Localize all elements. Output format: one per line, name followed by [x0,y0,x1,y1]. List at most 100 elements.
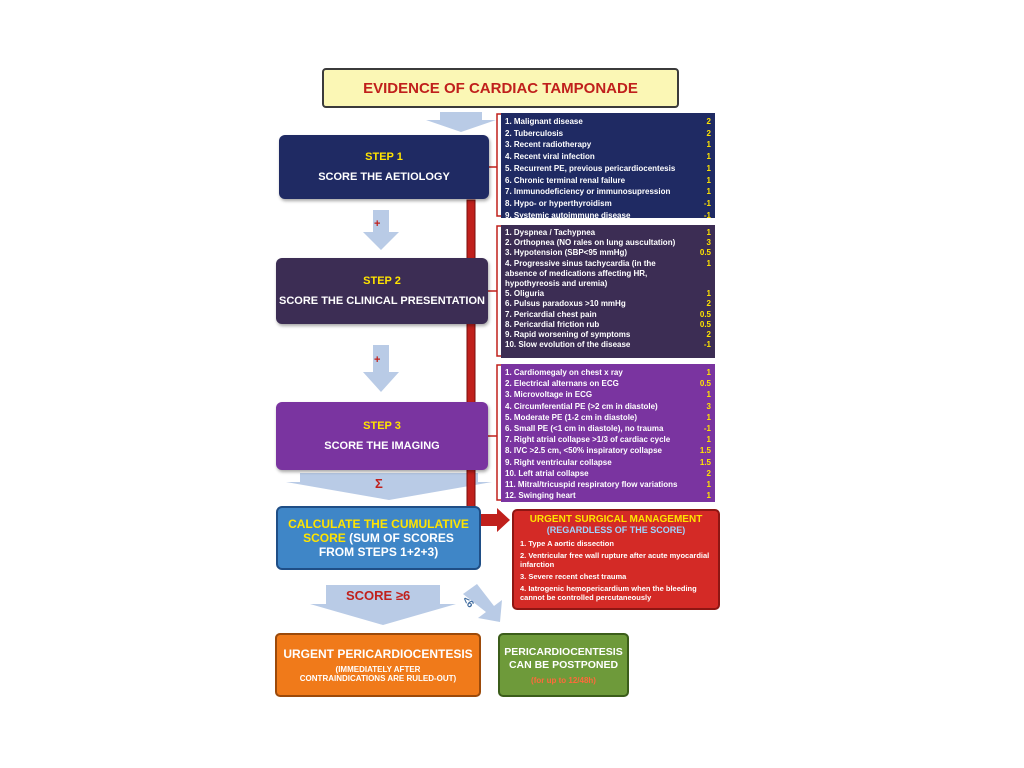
list-item-score: 1 [706,163,711,173]
red-vertical-bar [466,199,476,521]
step2-box: STEP 2 SCORE THE CLINICAL PRESENTATION [276,258,488,324]
list-item-score: 1 [706,140,711,150]
list-item: 8. IVC >2.5 cm, <50% inspiratory collaps… [505,445,711,456]
calculate-score-box: CALCULATE THE CUMULATIVE SCORE (SUM OF S… [276,506,481,570]
list-item: 10. Left atrial collapse 2 [505,468,711,479]
list-item: 10. Slow evolution of the disease-1 [505,340,711,350]
arrow-step2-down [363,345,399,392]
list-item-text: 2. Orthopnea (NO rales on lung auscultat… [505,238,676,248]
arrow-to-urgent [481,508,510,532]
peri-urgent-note-1: (IMMEDIATELY AFTER [335,665,421,674]
list-item-text: 8. Pericardial friction rub [505,319,600,329]
list-item-score: 1 [706,152,711,162]
urgent-head: URGENT SURGICAL MANAGEMENT [529,514,703,525]
list-item-score: 1 [706,390,711,400]
list-item-text: 4. Recent viral infection [505,152,595,162]
list-item-text: 7. Pericardial chest pain [505,309,597,319]
list-item-text: 8. Hypo- or hyperthyroidism [505,198,612,208]
arrow-sum-down [286,473,492,500]
list-item: 2. Electrical alternans on ECG 0.5 [505,378,711,389]
list-item-text: 9. Systemic autoimmune disease [505,210,631,220]
list-item-score: 2 [706,117,711,126]
list-item-score: 1 [706,258,711,268]
score-ge6-label: SCORE ≥6 [346,588,411,603]
list-item-score: 2 [706,299,711,309]
title-text: EVIDENCE OF CARDIAC TAMPONADE [363,79,638,97]
calc-line-a: CALCULATE THE CUMULATIVE [288,517,469,531]
list-item-score: 2 [706,128,711,138]
list-item: 1. Cardiomegaly on chest x ray 1 [505,367,711,378]
urgent-item: 3. Severe recent chest trauma [520,572,627,581]
list-item-text: 2. Electrical alternans on ECG [505,379,619,389]
arrow-score6-down [310,585,456,625]
bracket-aetiology [496,113,503,217]
sigma-sign: Σ [375,476,383,491]
list-item-text: 6. Chronic terminal renal failure [505,175,626,185]
list-item-text: 7. Immunodeficiency or immunosupression [505,187,671,197]
peri-urgent-note-2: CONTRAINDICATIONS ARE RULED-OUT) [299,674,457,683]
postponed-pericardiocentesis-box: PERICARDIOCENTESIS CAN BE POSTPONED (for… [498,633,629,697]
list-item-text: 3. Recent radiotherapy [505,140,592,150]
calc-line-c: (SUM OF SCORES [349,531,454,545]
list-item: 4. Recent viral infection 1 [505,151,711,163]
list-item-score: -1 [703,198,711,208]
list-item-text: absence of medications affecting HR, [505,268,648,278]
list-item: 11. Mitral/tricuspid respiratory flow va… [505,479,711,490]
list-item: 5. Recurrent PE, previous pericardiocent… [505,163,711,175]
arrow-title-down [426,112,496,132]
plus-sign-1: + [374,218,381,230]
list-item: 9. Right ventricular collapse 1.5 [505,457,711,468]
urgent-pericardiocentesis-box: URGENT PERICARDIOCENTESIS (IMMEDIATELY A… [275,633,481,697]
list-item: 4. Circumferential PE (>2 cm in diastole… [505,401,711,412]
step3-box: STEP 3 SCORE THE IMAGING [276,402,488,470]
step1-box: STEP 1 SCORE THE AETIOLOGY [279,135,489,199]
arrow-lt6-diag [463,584,502,622]
list-item-text: hypothyreosis and uremia) [505,279,608,289]
list-item-score: 0.5 [699,379,711,389]
list-item-text: 9. Right ventricular collapse [505,457,612,467]
list-item-text: 5. Moderate PE (1-2 cm in diastole) [505,412,638,422]
list-item-score: 2 [706,330,711,340]
list-item-text: 10. Left atrial collapse [505,468,589,478]
step3-desc: SCORE THE IMAGING [324,440,440,452]
arrow-step1-down [363,210,399,250]
peri-postponed-note: (for up to 12/48h) [531,675,596,685]
urgent-item: 2. Ventricular free wall rupture after a… [520,551,710,569]
list-item-text: 6. Small PE (<1 cm in diastole), no trau… [505,424,664,434]
list-item-text: 1. Malignant disease [505,117,583,126]
list-item-score: 1 [706,491,711,501]
list-item-text: 11. Mitral/tricuspid respiratory flow va… [505,480,678,490]
list-item-text: 9. Rapid worsening of symptoms [505,330,631,340]
list-item-score: 1 [706,228,711,237]
list-item-text: 8. IVC >2.5 cm, <50% inspiratory collaps… [505,446,662,456]
plus-sign-2: + [374,354,381,366]
step1-label: STEP 1 [365,151,403,163]
urgent-sub: (REGARDLESS OF THE SCORE) [546,525,686,535]
list-item-text: 1. Cardiomegaly on chest x ray [505,368,623,377]
list-item-text: 4. Progressive sinus tachycardia (in the [505,258,656,268]
list-item-score: 1 [706,368,711,377]
list-item-text: 5. Recurrent PE, previous pericardiocent… [505,163,676,173]
list-item-score: -1 [703,210,711,220]
urgent-item: 4. Iatrogenic hemopericardium when the b… [520,584,697,602]
step2-desc: SCORE THE CLINICAL PRESENTATION [279,295,485,307]
urgent-item: 1. Type A aortic dissection [520,539,614,548]
list-item-score: 1.5 [699,457,711,467]
list-item: 9. Rapid worsening of symptoms 2 [505,330,711,340]
list-item: 7. Right atrial collapse >1/3 of cardiac… [505,434,711,445]
step3-label: STEP 3 [363,420,401,432]
list-item-score: 2 [706,468,711,478]
urgent-surgical-box: URGENT SURGICAL MANAGEMENT (REGARDLESS O… [512,509,720,610]
list-item-score [697,279,711,289]
list-item-score: 1 [706,289,711,299]
list-item-score: 1.5 [699,446,711,456]
